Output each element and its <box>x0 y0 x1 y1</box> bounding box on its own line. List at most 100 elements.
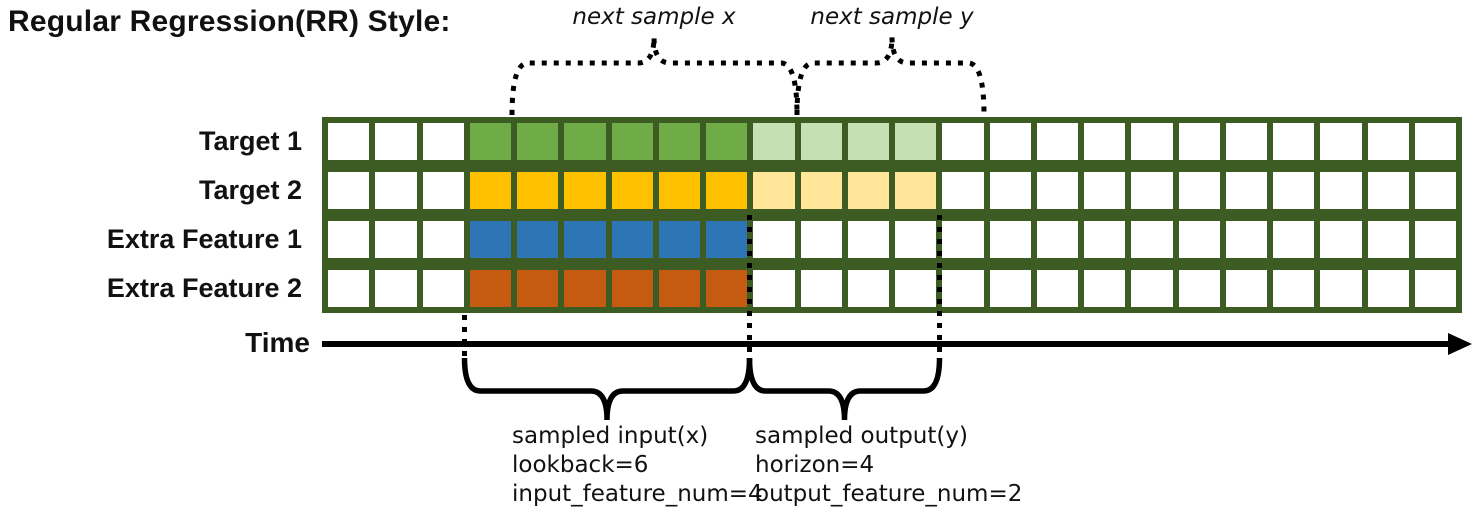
grid-cell-empty <box>369 123 417 160</box>
grid-cell-empty <box>794 221 842 258</box>
grid-cell-empty <box>936 270 984 307</box>
grid-cell-empty <box>1314 172 1362 209</box>
grid-cell-input <box>700 270 748 307</box>
grid-cell-empty <box>841 221 889 258</box>
grid-cell-empty <box>889 270 937 307</box>
grid-cell-empty <box>1030 172 1078 209</box>
grid-cell-empty <box>1219 123 1267 160</box>
grid-cell-input <box>652 172 700 209</box>
grid-cell-input <box>700 221 748 258</box>
grid-cell-empty <box>936 172 984 209</box>
grid-cell-input <box>605 270 653 307</box>
grid-cell-input <box>463 123 511 160</box>
sampled-output-annotation: sampled output(y) horizon=4 output_featu… <box>755 422 1022 509</box>
grid-cell-input <box>652 270 700 307</box>
grid-row-extra-feature-1 <box>322 215 1462 264</box>
row-label-target-2: Target 2 <box>198 175 302 205</box>
grid-cell-input <box>463 270 511 307</box>
grid-cell-empty <box>1314 221 1362 258</box>
sampled-input-annotation: sampled input(x) lookback=6 input_featur… <box>512 422 763 509</box>
grid-cell-empty <box>328 270 370 307</box>
lookback-param: lookback=6 <box>512 452 649 478</box>
grid-cell-empty <box>1125 221 1173 258</box>
grid-cell-output <box>889 172 937 209</box>
grid-cell-empty <box>369 172 417 209</box>
grid-cell-input <box>511 270 559 307</box>
row-labels: Target 1 Target 2 Extra Feature 1 Extra Fea… <box>0 117 312 313</box>
grid-cell-output <box>794 172 842 209</box>
grid-cell-empty <box>1408 270 1456 307</box>
horizon-param: horizon=4 <box>755 452 875 478</box>
grid-cell-empty <box>1172 270 1220 307</box>
grid-cell-empty <box>369 270 417 307</box>
grid-cell-empty <box>1267 221 1315 258</box>
grid-cell-empty <box>1314 123 1362 160</box>
grid-cell-empty <box>794 270 842 307</box>
grid-cell-input <box>558 270 606 307</box>
sampled-input-brace <box>461 357 753 421</box>
row-label-extra-feature-2: Extra Feature 2 <box>106 273 302 303</box>
grid-cell-empty <box>983 221 1031 258</box>
grid-cell-empty <box>369 221 417 258</box>
sampled-output-title: sampled output(y) <box>755 423 968 449</box>
grid-cell-empty <box>983 270 1031 307</box>
grid-cell-input <box>511 221 559 258</box>
grid-cell-empty <box>1314 270 1362 307</box>
grid-cell-empty <box>747 270 795 307</box>
grid-cell-empty <box>328 221 370 258</box>
grid-cell-empty <box>1361 123 1409 160</box>
grid-cell-input <box>652 221 700 258</box>
grid-cell-empty <box>841 270 889 307</box>
row-label-extra-feature-1: Extra Feature 1 <box>106 224 302 254</box>
grid-cell-empty <box>1078 172 1126 209</box>
grid-cell-input <box>463 172 511 209</box>
grid-cell-output <box>841 172 889 209</box>
grid-cell-empty <box>1030 123 1078 160</box>
grid-cell-empty <box>983 123 1031 160</box>
grid-cell-empty <box>416 123 464 160</box>
time-label: Time <box>245 327 310 358</box>
grid-cell-input <box>511 123 559 160</box>
grid-cell-empty <box>1125 172 1173 209</box>
grid-cell-input <box>511 172 559 209</box>
grid-cell-empty <box>889 221 937 258</box>
grid-cell-output <box>747 123 795 160</box>
grid-cell-empty <box>1125 270 1173 307</box>
sample-grid <box>322 117 1462 313</box>
grid-cell-input <box>700 123 748 160</box>
next-sample-x-label: next sample x <box>572 4 736 30</box>
grid-cell-empty <box>1172 221 1220 258</box>
grid-cell-empty <box>1267 172 1315 209</box>
next-sample-x-brace <box>509 36 800 116</box>
grid-cell-empty <box>1361 172 1409 209</box>
grid-cell-empty <box>747 221 795 258</box>
row-label-target-1: Target 1 <box>198 126 302 156</box>
grid-cell-input <box>558 123 606 160</box>
grid-cell-input <box>558 221 606 258</box>
grid-cell-output <box>841 123 889 160</box>
grid-cell-empty <box>1219 270 1267 307</box>
grid-cell-empty <box>1030 221 1078 258</box>
grid-cell-input <box>605 172 653 209</box>
grid-cell-empty <box>416 221 464 258</box>
grid-cell-empty <box>1267 123 1315 160</box>
grid-cell-input <box>605 221 653 258</box>
grid-cell-empty <box>1361 221 1409 258</box>
grid-cell-empty <box>328 172 370 209</box>
grid-cell-empty <box>983 172 1031 209</box>
grid-cell-output <box>747 172 795 209</box>
input-feature-num-param: input_feature_num=4 <box>512 481 763 507</box>
grid-cell-empty <box>1172 123 1220 160</box>
grid-row-target-1 <box>322 117 1462 166</box>
grid-cell-empty <box>1125 123 1173 160</box>
grid-cell-empty <box>1361 270 1409 307</box>
grid-cell-input <box>700 172 748 209</box>
time-axis-arrowhead <box>1448 333 1472 355</box>
grid-cell-input <box>652 123 700 160</box>
next-sample-y-brace <box>794 36 987 116</box>
grid-cell-empty <box>1078 221 1126 258</box>
output-feature-num-param: output_feature_num=2 <box>755 481 1023 507</box>
sampled-input-title: sampled input(x) <box>512 423 709 449</box>
grid-cell-input <box>605 123 653 160</box>
